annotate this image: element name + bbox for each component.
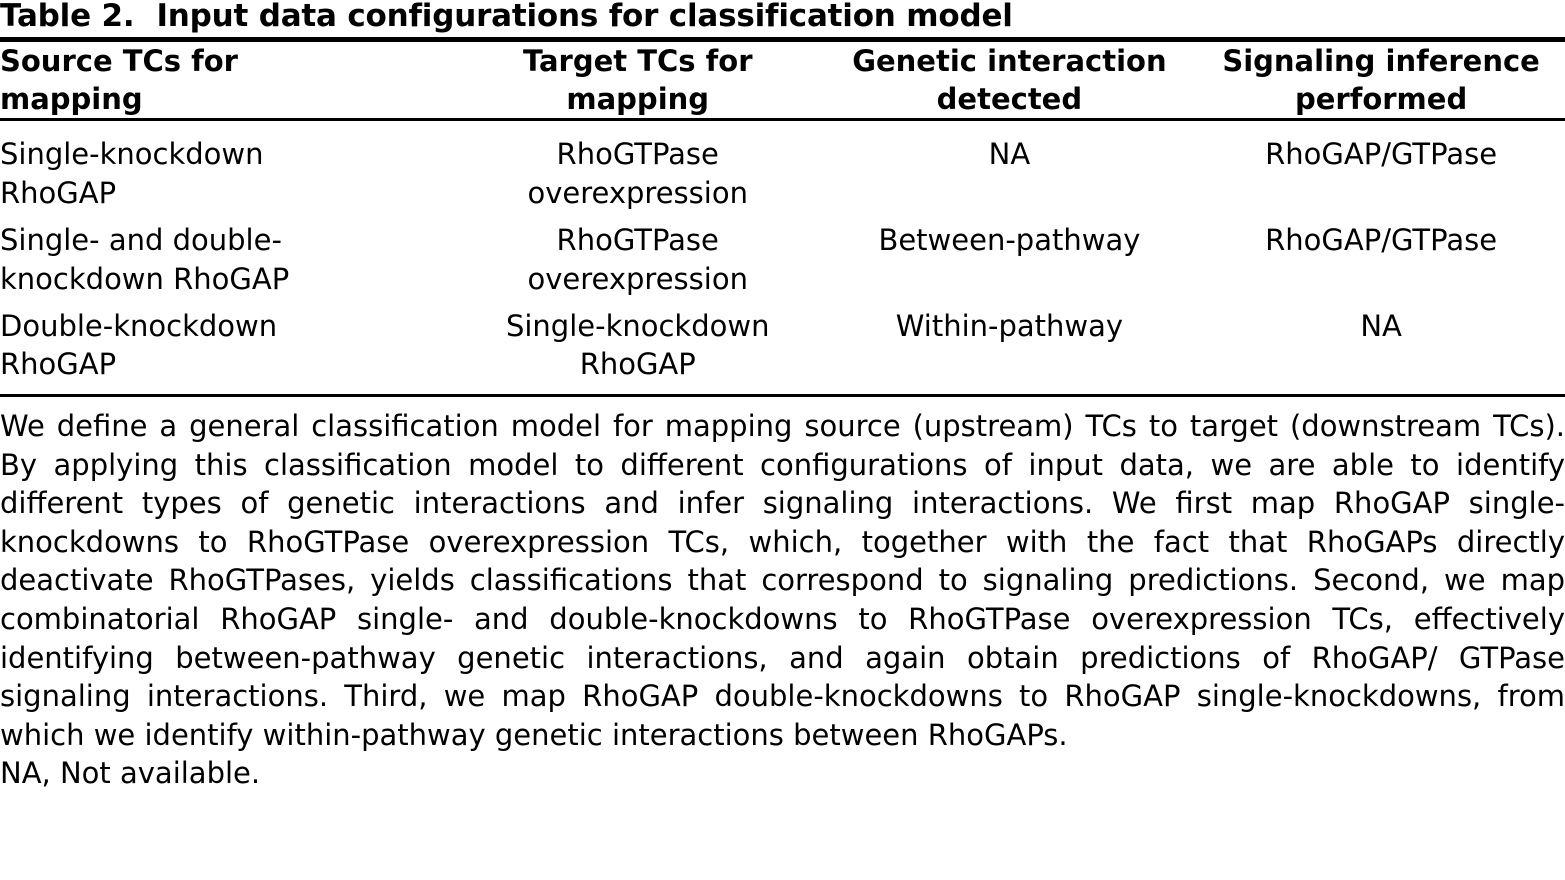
cell-target: RhoGTPase overexpression bbox=[527, 137, 748, 210]
table-row: Single- and double- knockdown RhoGAP Rho… bbox=[0, 213, 1565, 299]
data-table-body: Single-knockdown RhoGAP RhoGTPase overex… bbox=[0, 121, 1565, 394]
cell-target: RhoGTPase overexpression bbox=[527, 222, 748, 296]
cell-target: Single-knockdown RhoGAP bbox=[505, 308, 770, 382]
table-row: Double-knockdown RhoGAP Single-knockdown… bbox=[0, 299, 1565, 395]
table-figure: Table 2. Input data configurations for cl… bbox=[0, 0, 1565, 793]
column-header-signaling: Signaling inference performed bbox=[1222, 43, 1540, 116]
column-header-genetic: Genetic interaction detected bbox=[852, 43, 1167, 116]
cell-signaling: NA bbox=[1360, 308, 1402, 343]
table-caption-text: Input data configurations for classifica… bbox=[156, 0, 1013, 34]
header-rule bbox=[0, 118, 1565, 122]
cell-source: Double-knockdown RhoGAP bbox=[0, 308, 278, 382]
top-rule bbox=[0, 36, 1565, 42]
column-header-target: Target TCs for mapping bbox=[522, 43, 753, 116]
bottom-rule bbox=[0, 394, 1565, 398]
cell-source: Single-knockdown RhoGAP bbox=[0, 137, 264, 210]
table-row: Single-knockdown RhoGAP RhoGTPase overex… bbox=[0, 121, 1565, 213]
cell-signaling: RhoGAP/GTPase bbox=[1265, 222, 1498, 257]
table-caption-label: Table 2. bbox=[0, 0, 135, 34]
cell-source: Single- and double- knockdown RhoGAP bbox=[0, 222, 290, 296]
cell-genetic: Between-pathway bbox=[878, 222, 1141, 257]
cell-genetic: Within-pathway bbox=[895, 308, 1124, 343]
data-table: Source TCs for mapping Target TCs for ma… bbox=[0, 42, 1565, 119]
table-caption: Table 2. Input data configurations for cl… bbox=[0, 0, 1565, 37]
cell-signaling: RhoGAP/GTPase bbox=[1265, 137, 1498, 172]
column-header-source: Source TCs for mapping bbox=[0, 43, 238, 116]
cell-genetic: NA bbox=[988, 137, 1031, 172]
footnote-paragraph: We define a general classification model… bbox=[0, 409, 1565, 752]
table-header: Source TCs for mapping Target TCs for ma… bbox=[0, 42, 1565, 119]
table-footnote: We define a general classification model… bbox=[0, 397, 1565, 793]
header-row: Source TCs for mapping Target TCs for ma… bbox=[0, 42, 1565, 119]
footnote-abbreviation: NA, Not available. bbox=[0, 756, 261, 791]
